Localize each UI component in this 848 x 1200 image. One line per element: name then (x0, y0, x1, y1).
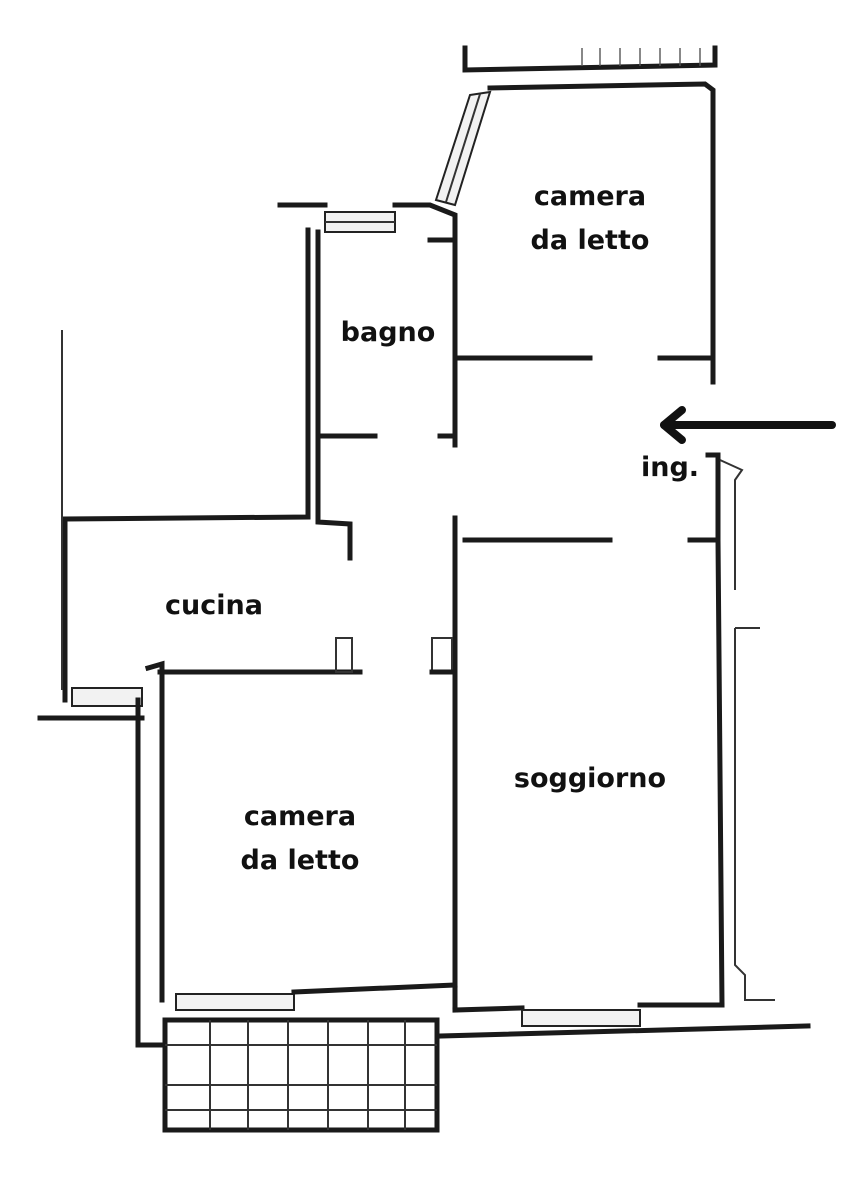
bedroom-bottom-label-line2: da letto (241, 845, 360, 876)
walls (37, 45, 811, 1048)
entrance-label: ing. (641, 452, 699, 483)
living-room-label: soggiorno (514, 763, 666, 794)
arrow-left-icon (660, 406, 836, 444)
kitchen-label: cucina (165, 590, 263, 621)
bedroom-top-label-line2: da letto (531, 225, 650, 256)
bathroom-label: bagno (341, 317, 436, 348)
bedroom-top-label-line1: camera (534, 181, 646, 212)
balcony-tiles (162, 1017, 440, 1133)
bedroom-bottom-label-line1: camera (244, 801, 356, 832)
